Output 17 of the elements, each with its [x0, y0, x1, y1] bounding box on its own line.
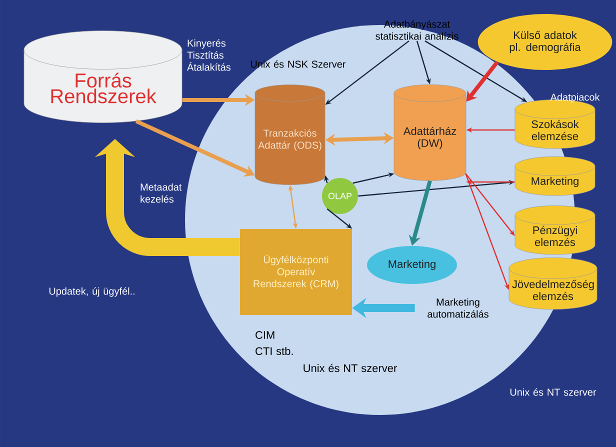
database-cylinder: Forrás Rendszerek	[24, 30, 182, 123]
database-cylinder: Jövedelmezőség elemzés	[508, 258, 598, 310]
text-label: CIM	[256, 331, 274, 339]
ellipse-node: Külső adatok pl. demográfia	[478, 14, 612, 70]
database-cylinder: Marketing	[514, 156, 596, 196]
annotation-text: Marketing automatizálás	[428, 298, 488, 318]
text-label: Unix és NT szerver	[304, 364, 397, 372]
text-label: Updatek, új ügyfél..	[49, 287, 134, 297]
text-label: Unix és NT szerver	[510, 388, 596, 396]
database-cylinder: Pénzügyi elemzés	[514, 206, 596, 255]
text-label: CTI stb.	[256, 346, 293, 356]
text-label: Kinyerés Tisztítás Átalakítás	[187, 39, 231, 71]
process-box: Ügyfélközponti Operatív Rendszerek (CRM)	[240, 229, 352, 315]
ellipse-node: Marketing	[367, 246, 457, 284]
database-cylinder: Adattárház (DW)	[394, 84, 466, 181]
text-label: Metaadat kezelés	[140, 183, 182, 203]
database-cylinder: Tranzakciós Adattár (ODS)	[254, 84, 326, 185]
